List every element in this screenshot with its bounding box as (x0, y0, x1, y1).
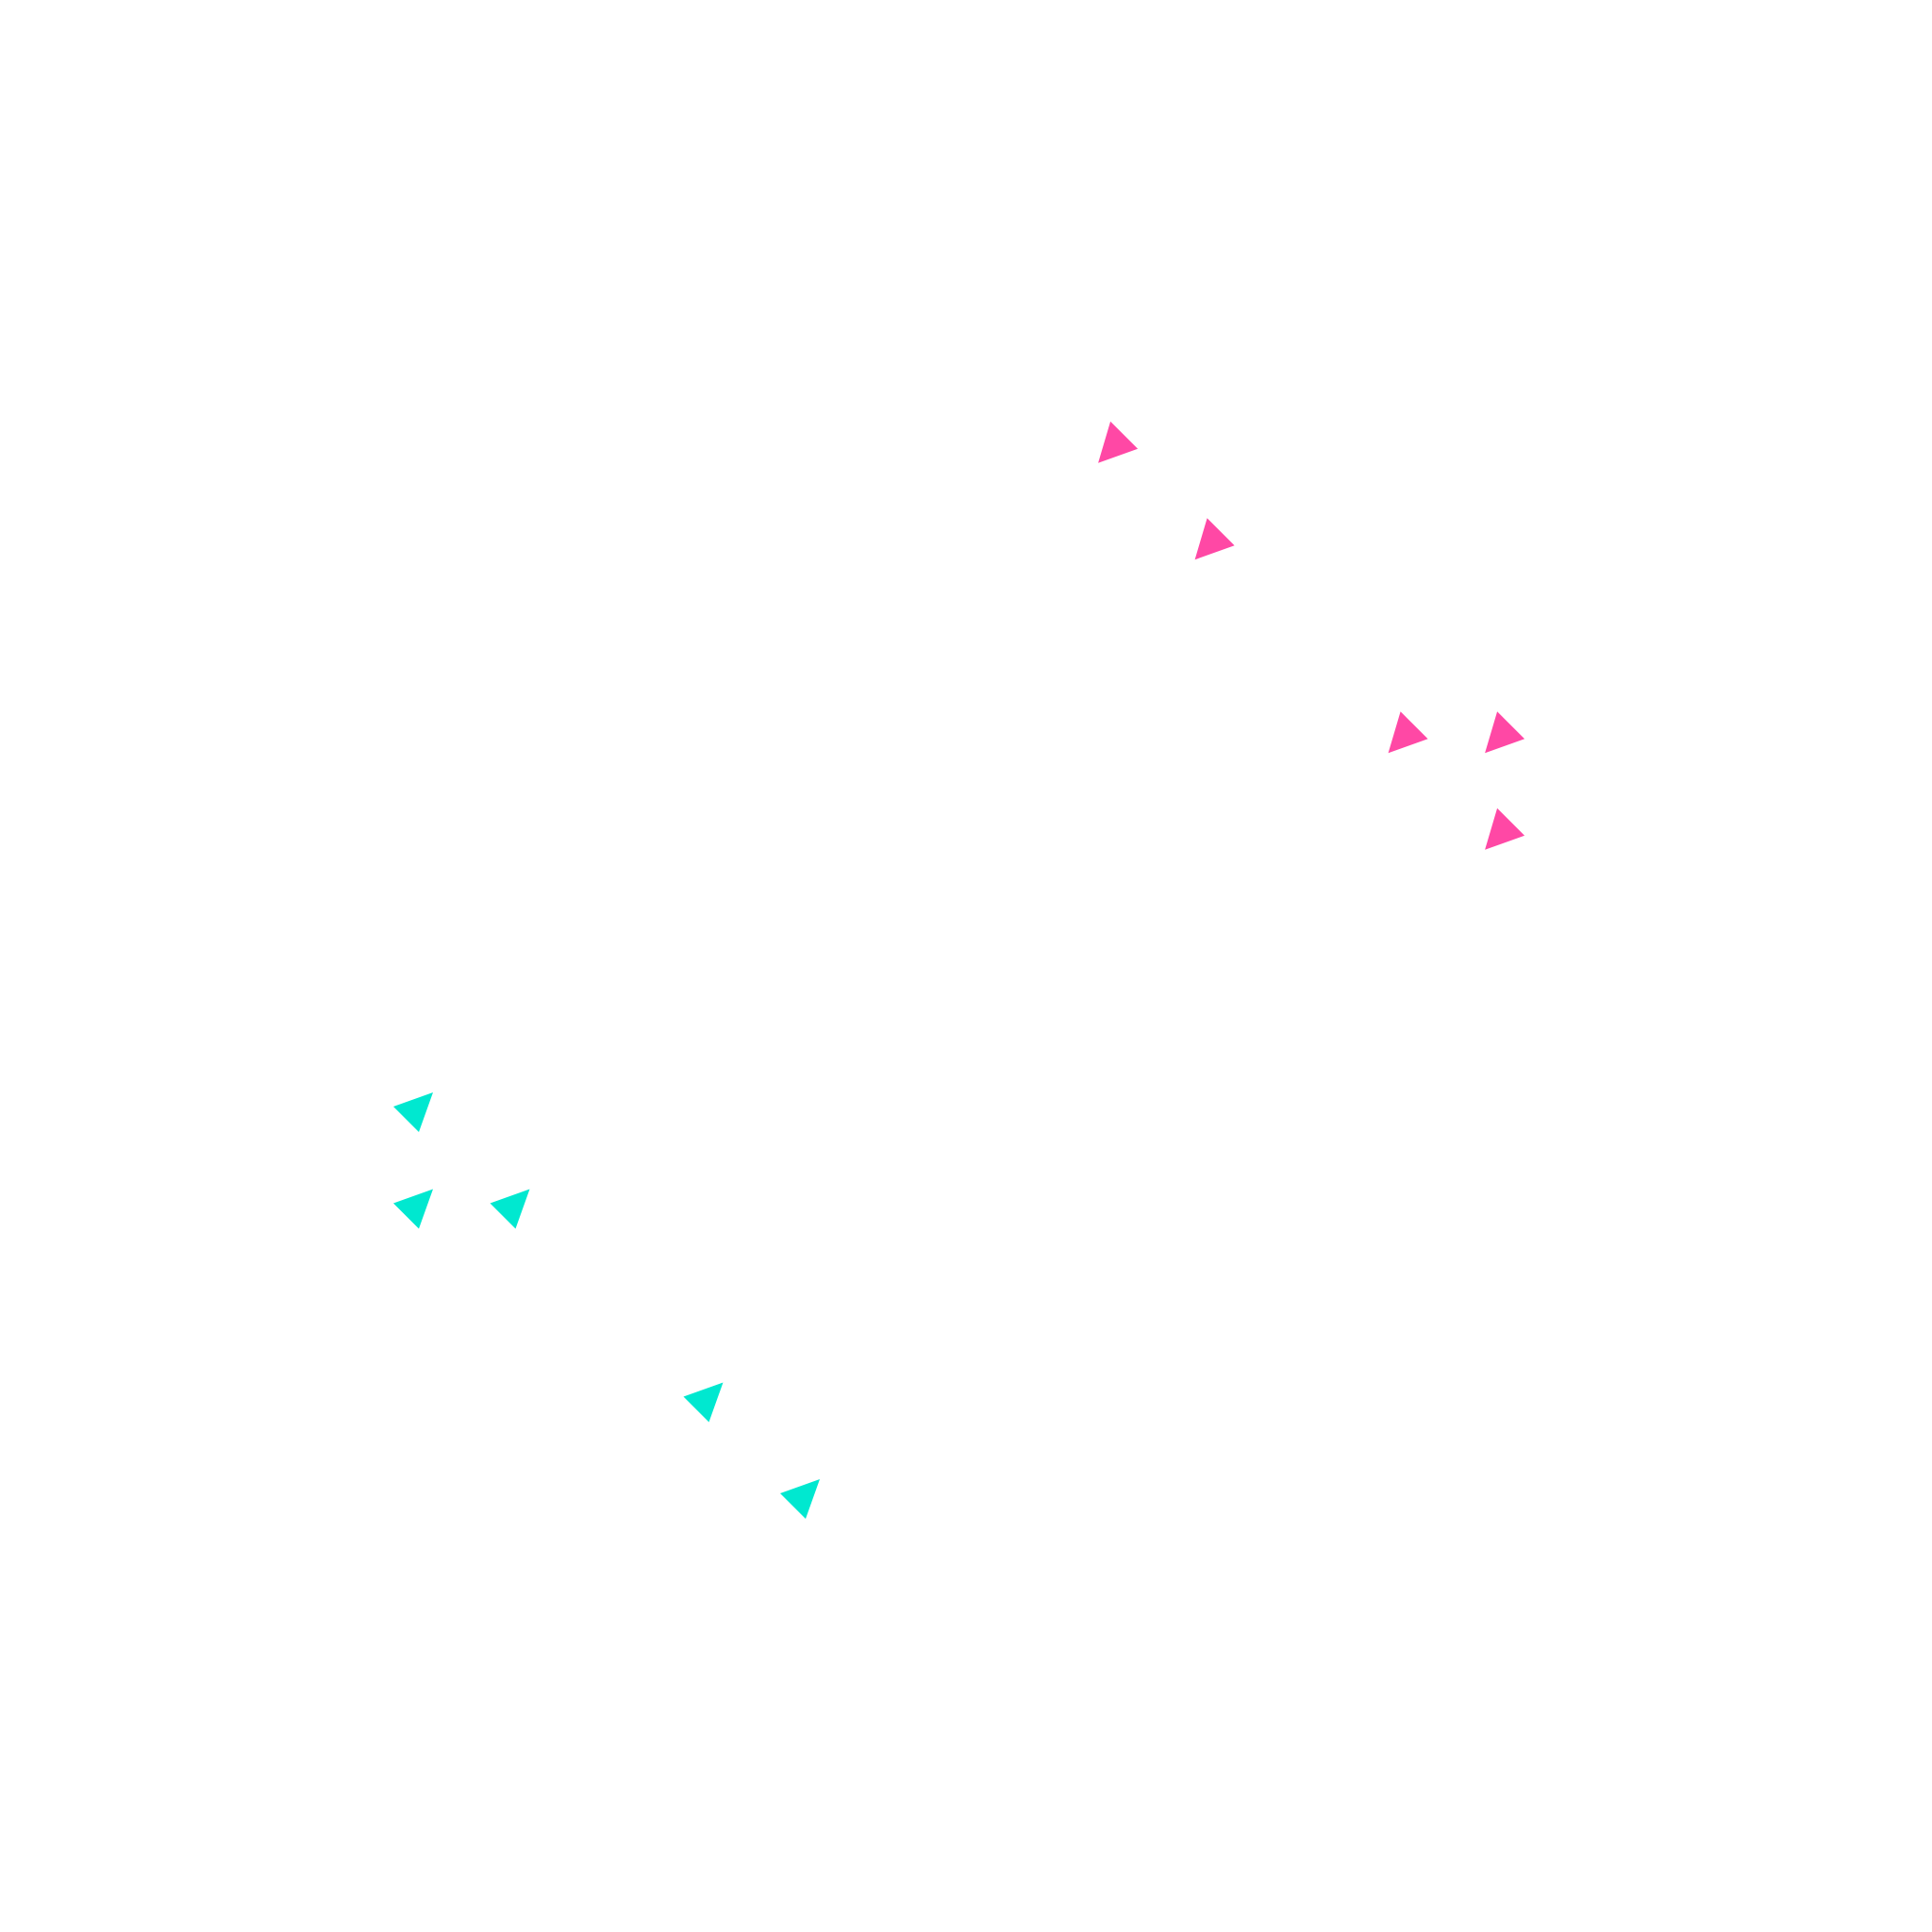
pink-triangle-marker-5 (1485, 808, 1525, 850)
marker-layer (393, 421, 1525, 1519)
pink-triangle-marker-3 (1388, 711, 1428, 754)
teal-triangle-marker-3 (490, 1189, 530, 1229)
teal-triangle-marker-2 (393, 1189, 433, 1229)
teal-triangle-marker-5 (780, 1479, 820, 1519)
pink-triangle-marker-4 (1485, 711, 1525, 754)
pink-triangle-marker-1 (1098, 421, 1139, 463)
teal-triangle-marker-4 (683, 1382, 724, 1423)
pink-triangle-marker-2 (1194, 518, 1235, 560)
teal-triangle-marker-1 (393, 1092, 433, 1132)
